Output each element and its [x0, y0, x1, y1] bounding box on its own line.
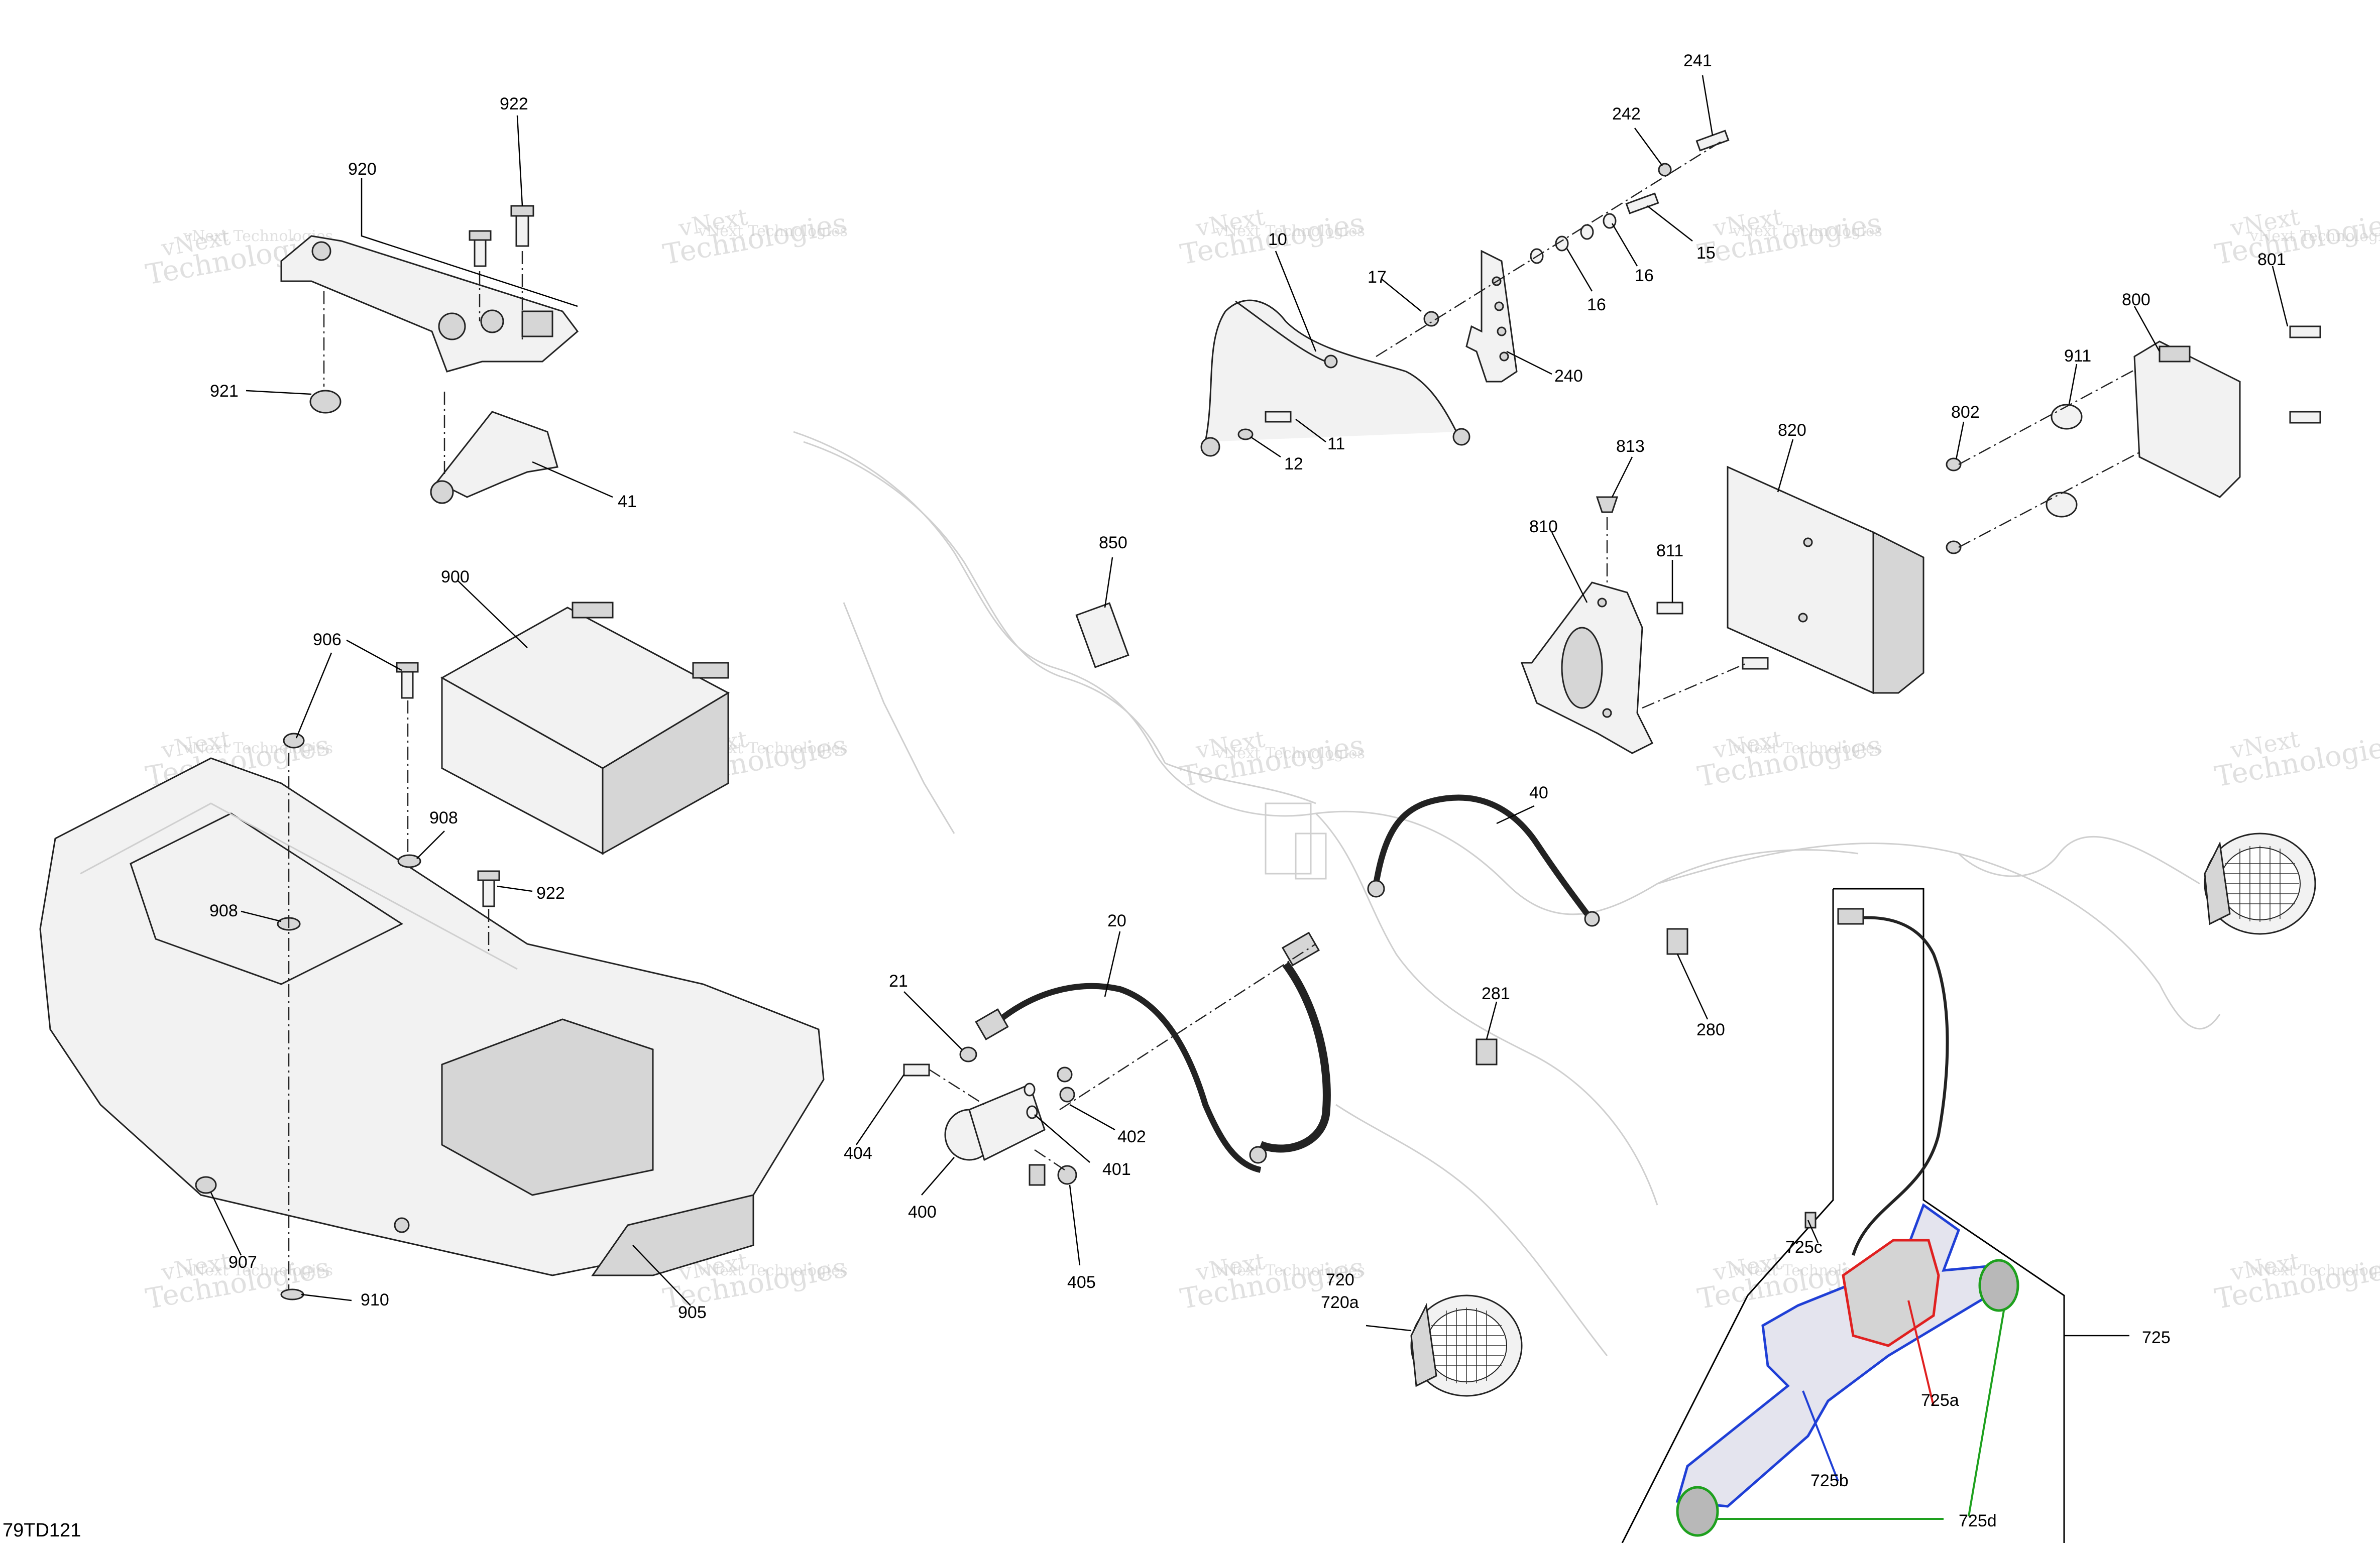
label-15: 15 — [1696, 244, 1716, 263]
part-10-cable — [1200, 299, 1470, 457]
part-820-plate — [1727, 465, 1924, 694]
label-725b: 725b — [1810, 1471, 1849, 1490]
label-922a: 922 — [500, 94, 528, 113]
leader-lines — [210, 75, 2289, 1337]
fasteners-11-12 — [1237, 411, 1292, 440]
label-725a: 725a — [1921, 1391, 1959, 1410]
svg-text:vNext Technologies: vNext Technologies — [698, 1262, 848, 1279]
part-725b-mount — [1675, 1203, 2001, 1508]
label-400: 400 — [908, 1203, 937, 1222]
callout-labels: 922 920 921 41 900 906 908 908 922 907 9… — [209, 51, 2286, 1530]
label-801: 801 — [2257, 250, 2286, 269]
label-810: 810 — [1529, 517, 1558, 536]
label-802: 802 — [1951, 403, 1980, 422]
label-405: 405 — [1067, 1273, 1096, 1292]
label-281: 281 — [1482, 984, 1510, 1003]
part-905-tray — [39, 757, 825, 1276]
fasteners-401-402 — [1024, 1066, 1075, 1119]
part-850-connector — [1075, 602, 1129, 668]
part-720-light — [1410, 1294, 1523, 1397]
svg-text:vNext Technologies: vNext Technologies — [1215, 1262, 1365, 1279]
label-908a: 908 — [429, 808, 458, 827]
label-922b: 922 — [536, 884, 565, 903]
label-920: 920 — [348, 160, 377, 179]
label-908b: 908 — [209, 901, 238, 920]
svg-text:vNext Technologies: vNext Technologies — [183, 1262, 333, 1279]
label-40: 40 — [1529, 783, 1548, 802]
washers-802-911 — [1946, 404, 2083, 554]
label-811: 811 — [1656, 541, 1683, 560]
part-725d-pads — [1676, 1259, 2019, 1537]
diagram-id: 79TD121 — [3, 1520, 81, 1541]
svg-text:vNext Technologies: vNext Technologies — [1215, 745, 1365, 762]
label-720a: 720a — [1321, 1293, 1359, 1312]
part-404-screw — [903, 1063, 930, 1077]
part-801-screw — [2289, 325, 2321, 338]
label-402: 402 — [1117, 1127, 1146, 1146]
label-10: 10 — [1268, 230, 1287, 249]
label-280: 280 — [1696, 1020, 1725, 1039]
label-404: 404 — [844, 1144, 872, 1163]
label-905: 905 — [678, 1303, 707, 1322]
svg-text:vNext Technologies: vNext Technologies — [1215, 222, 1365, 240]
label-911: 911 — [2064, 346, 2091, 366]
label-910: 910 — [361, 1290, 389, 1310]
label-813: 813 — [1616, 437, 1645, 456]
label-725d: 725d — [1959, 1511, 1997, 1530]
part-811-screw — [1656, 602, 1683, 615]
part-280-clip — [1666, 928, 1688, 955]
part-921-grommet — [309, 390, 342, 414]
part-400-relay — [944, 1083, 1046, 1186]
label-41: 41 — [618, 492, 637, 511]
washers-16-15-242-241 — [1423, 130, 1730, 327]
label-921: 921 — [210, 382, 239, 401]
label-900: 900 — [441, 567, 470, 586]
label-725c: 725c — [1785, 1238, 1823, 1257]
part-240-bracket — [1465, 250, 1518, 383]
label-16a: 16 — [1635, 266, 1654, 285]
label-850: 850 — [1099, 533, 1127, 552]
svg-text:vNext Technologies: vNext Technologies — [2249, 227, 2380, 245]
svg-text:vNext Technologies: vNext Technologies — [183, 740, 333, 757]
part-813-screw — [1596, 496, 1619, 513]
fasteners-906-908-922 — [195, 662, 500, 1300]
part-281-clip — [1476, 1038, 1498, 1065]
svg-text:vNext Technologies: vNext Technologies — [2249, 1262, 2380, 1279]
part-800-module — [2133, 340, 2241, 498]
part-922-screws — [469, 205, 534, 267]
label-240: 240 — [1554, 367, 1583, 386]
part-40-cable — [1373, 794, 1590, 916]
part-41-cover — [430, 411, 558, 504]
label-800: 800 — [2122, 290, 2150, 309]
part-725a-housing — [1842, 1239, 1940, 1347]
part-900-battery — [440, 602, 730, 855]
label-20: 20 — [1107, 911, 1126, 930]
label-12: 12 — [1284, 454, 1303, 473]
detail-725-inset — [1621, 888, 2065, 1543]
label-906: 906 — [313, 630, 342, 649]
svg-text:vNext Technologies: vNext Technologies — [1732, 222, 1882, 240]
label-401: 401 — [1102, 1160, 1131, 1179]
label-16b: 16 — [1587, 295, 1606, 314]
harness-ghost — [793, 431, 2221, 1356]
part-405-nut — [1057, 1165, 1077, 1185]
part-20-cable — [975, 931, 1331, 1173]
label-725: 725 — [2142, 1328, 2171, 1347]
svg-text:vNext Technologies: vNext Technologies — [1732, 740, 1882, 757]
part-720-light-right — [2204, 833, 2316, 935]
label-241: 241 — [1683, 51, 1712, 70]
part-920-bracket — [280, 235, 579, 373]
label-820: 820 — [1778, 421, 1806, 440]
label-11: 11 — [1327, 434, 1345, 453]
part-21-nut — [959, 1046, 977, 1062]
part-810-bracket — [1520, 581, 1654, 754]
svg-text:vNext Technologies: vNext Technologies — [698, 222, 848, 240]
label-720: 720 — [1326, 1270, 1354, 1289]
label-242: 242 — [1612, 104, 1641, 124]
label-907: 907 — [229, 1253, 257, 1272]
label-17: 17 — [1368, 268, 1387, 287]
label-21: 21 — [889, 972, 908, 991]
